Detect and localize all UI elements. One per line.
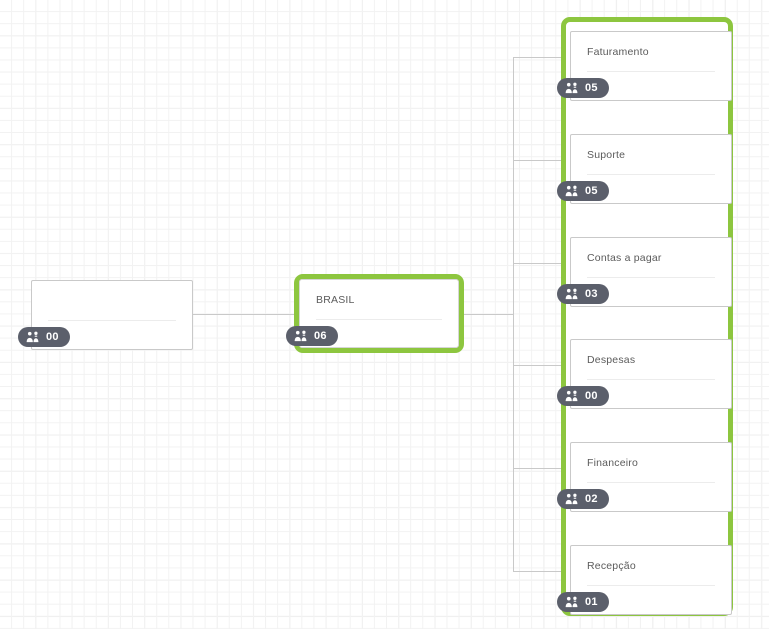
org-node-despesas-footer: 00 xyxy=(557,380,731,410)
connector-to-despesas xyxy=(513,365,563,366)
org-node-despesas-title: Despesas xyxy=(587,354,636,366)
org-node-root[interactable]: 00 xyxy=(18,280,193,351)
org-node-faturamento-footer: 05 xyxy=(557,72,731,102)
member-count: 00 xyxy=(585,390,598,402)
org-node-contas-a-pagar[interactable]: Contas a pagar 03 xyxy=(557,237,732,308)
connector-to-recepcao xyxy=(513,571,563,572)
member-count: 03 xyxy=(585,288,598,300)
member-count-badge[interactable]: 00 xyxy=(18,327,70,347)
org-node-despesas[interactable]: Despesas 00 xyxy=(557,339,732,410)
member-count: 02 xyxy=(585,493,598,505)
org-node-faturamento[interactable]: Faturamento 05 xyxy=(557,31,732,102)
org-node-suporte-title: Suporte xyxy=(587,149,626,161)
divider xyxy=(587,277,715,278)
org-node-recepcao[interactable]: Recepção 01 xyxy=(557,545,732,616)
connector-to-suporte xyxy=(513,160,563,161)
divider xyxy=(48,320,176,321)
divider xyxy=(587,71,715,72)
org-node-contas-a-pagar-footer: 03 xyxy=(557,278,731,308)
member-count-badge[interactable]: 05 xyxy=(557,78,609,98)
connector-to-faturamento xyxy=(513,57,563,58)
divider xyxy=(587,585,715,586)
member-count-badge[interactable]: 06 xyxy=(286,326,338,346)
highlight-ring-departments: Faturamento 05 xyxy=(557,17,733,616)
divider xyxy=(587,379,715,380)
connector-to-contas-a-pagar xyxy=(513,263,563,264)
people-icon xyxy=(565,390,578,402)
member-count: 01 xyxy=(585,596,598,608)
org-node-financeiro[interactable]: Financeiro 02 xyxy=(557,442,732,513)
connector-root-to-brasil xyxy=(193,314,294,315)
member-count-badge[interactable]: 05 xyxy=(557,181,609,201)
org-node-root-title xyxy=(32,281,192,308)
org-node-suporte[interactable]: Suporte 05 xyxy=(557,134,732,205)
people-icon xyxy=(294,330,307,342)
member-count: 05 xyxy=(585,82,598,94)
divider xyxy=(316,319,442,320)
people-icon xyxy=(565,288,578,300)
divider xyxy=(587,482,715,483)
people-icon xyxy=(26,331,39,343)
member-count: 05 xyxy=(585,185,598,197)
org-node-contas-a-pagar-title: Contas a pagar xyxy=(587,252,662,264)
org-node-brasil-title: BRASIL xyxy=(316,294,355,306)
org-node-brasil[interactable]: BRASIL 06 xyxy=(286,279,459,350)
org-node-brasil-footer: 06 xyxy=(286,320,458,350)
org-node-financeiro-title: Financeiro xyxy=(587,457,639,469)
member-count-badge[interactable]: 02 xyxy=(557,489,609,509)
divider xyxy=(587,174,715,175)
connector-brasil-out xyxy=(464,314,513,315)
people-icon xyxy=(565,82,578,94)
highlight-ring-brasil: BRASIL 06 xyxy=(286,274,464,353)
org-node-faturamento-title: Faturamento xyxy=(587,46,649,58)
member-count-badge[interactable]: 03 xyxy=(557,284,609,304)
connector-vertical-trunk xyxy=(513,57,514,572)
department-node-list: Faturamento 05 xyxy=(557,26,732,615)
member-count: 06 xyxy=(314,330,327,342)
people-icon xyxy=(565,596,578,608)
people-icon xyxy=(565,185,578,197)
member-count-badge[interactable]: 01 xyxy=(557,592,609,612)
member-count-badge[interactable]: 00 xyxy=(557,386,609,406)
people-icon xyxy=(565,493,578,505)
org-node-suporte-footer: 05 xyxy=(557,175,731,205)
org-node-root-footer: 00 xyxy=(18,321,192,351)
org-node-financeiro-footer: 02 xyxy=(557,483,731,513)
org-node-recepcao-footer: 01 xyxy=(557,586,731,616)
org-node-recepcao-title: Recepção xyxy=(587,560,636,572)
member-count: 00 xyxy=(46,331,59,343)
connector-to-financeiro xyxy=(513,468,563,469)
